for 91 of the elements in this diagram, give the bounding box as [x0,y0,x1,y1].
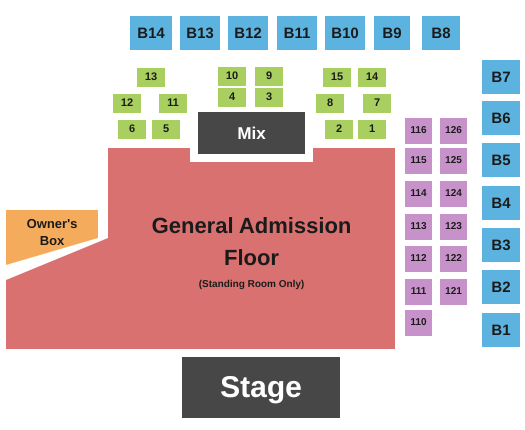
seat-section [255,88,283,107]
mix-area [198,112,305,154]
seat-section [482,228,520,262]
section-label: 122 [445,254,462,264]
seat-section [159,94,187,113]
seat-section [180,16,220,50]
section-label: 4 [228,92,236,103]
seat-section [374,16,410,50]
section-label: B10 [331,26,359,40]
seat-section [482,60,520,94]
seat-section [440,246,467,272]
seat-section [130,16,172,50]
section-label: 121 [445,287,462,297]
seat-section [440,279,467,305]
section-label: 7 [374,98,380,109]
section-label: Stage [220,372,302,402]
section-label: B12 [234,26,262,40]
section-label: 13 [144,72,158,83]
section-label: B5 [491,152,511,168]
section-label: 2 [336,124,342,135]
section-label: 114 [410,189,427,199]
section-label: 12 [120,98,134,109]
seat-section [323,68,351,87]
section-label: 110 [410,318,427,328]
section-label: 125 [445,156,462,166]
seat-section [363,94,391,113]
section-label: 112 [410,254,427,264]
seat-section [255,67,283,86]
seat-section [405,118,432,144]
section-label: 6 [128,124,136,135]
seat-section [440,181,467,207]
seat-section [482,313,520,347]
section-label: B7 [491,70,511,84]
seat-section [137,68,165,87]
section-label: 115 [410,156,427,166]
section-label: 9 [266,71,272,82]
section-label: B9 [382,26,402,40]
seat-section [405,279,432,305]
section-label: 113 [410,222,427,232]
section-label: 5 [162,124,170,135]
section-label: 123 [445,222,462,232]
seat-section [482,186,520,220]
seat-section [482,101,520,135]
section-label: B13 [186,26,214,40]
seat-section [152,120,180,139]
seat-section [482,270,520,304]
section-label: Mix [237,124,266,142]
section-label: B8 [431,26,451,40]
seat-section [316,94,344,113]
section-label: B6 [491,110,511,126]
note-text: (Standing Room Only) [198,280,304,290]
seat-section [325,16,365,50]
seat-section [482,143,520,177]
seat-section [405,148,432,174]
section-label: B4 [491,196,511,210]
section-label: B3 [491,238,511,252]
seat-section [440,118,467,144]
section-label: B1 [491,322,511,338]
section-label: B2 [491,280,511,294]
section-label: B14 [137,26,165,40]
section-label: 10 [226,71,238,82]
section-label: 126 [445,126,462,136]
stage [182,357,340,418]
section-label: 11 [167,98,179,109]
section-label: Owner's Box [26,216,78,250]
seat-section [118,120,146,139]
section-label: 15 [330,72,344,83]
seat-section [440,214,467,240]
seat-section [405,310,432,336]
seat-section [358,68,386,87]
seat-section [405,214,432,240]
section-label: B11 [284,26,310,40]
seat-section [405,246,432,272]
seat-section [440,148,467,174]
section-label: 111 [410,287,426,297]
seat-section [325,120,353,139]
section-label: General Admission Floor [150,212,352,272]
section-label: 3 [266,92,272,103]
seat-section [228,16,268,50]
seat-section [113,94,141,113]
seat-section [277,16,317,50]
section-label: 116 [410,126,427,136]
seat-section [422,16,460,50]
seat-section [405,181,432,207]
seat-section [358,120,386,139]
section-label: 124 [445,189,462,199]
section-label: 14 [366,72,378,83]
seat-section [218,88,246,107]
section-label: 8 [326,98,334,109]
seat-section [218,67,246,86]
section-label: 1 [368,124,376,135]
